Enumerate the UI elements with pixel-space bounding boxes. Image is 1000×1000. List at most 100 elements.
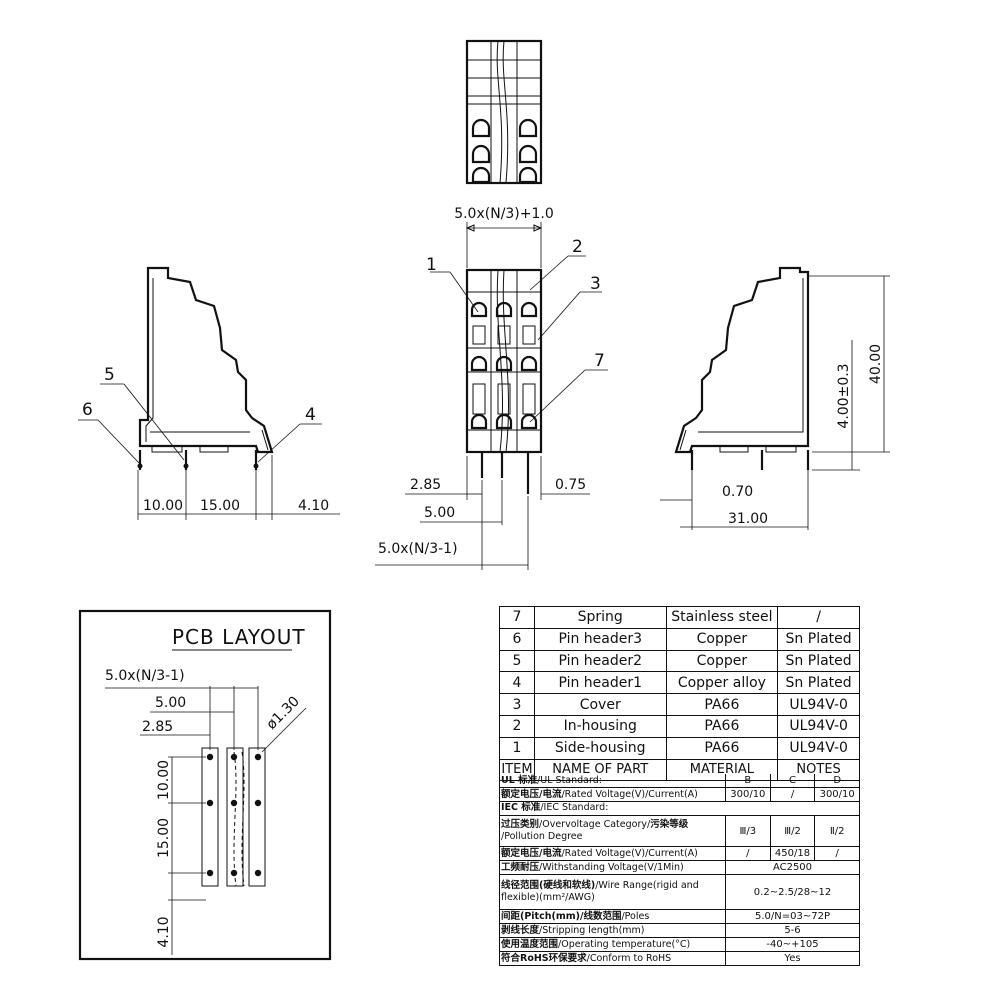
front-pitch-dim: 5.00	[424, 505, 455, 521]
front-total-dim: 5.0x(N/3-1)	[378, 541, 458, 557]
bom-material: Copper	[667, 650, 779, 672]
bom-name: Cover	[535, 694, 667, 715]
spec-label-en: /Rated Voltage(V)/Current(A)	[561, 847, 698, 859]
bom-name: Pin header1	[535, 672, 667, 694]
spec-label-cn: 过压类别	[501, 819, 540, 830]
spec-label-en: /UL Standard:	[537, 774, 602, 786]
bom-name: In-housing	[535, 715, 667, 737]
spec-withstand: 工频耐压/Withstanding Voltage(V/1Min) AC2500	[500, 861, 859, 875]
spec-value: 450/18	[771, 847, 816, 860]
bom-material: PA66	[667, 715, 779, 737]
balloon-2: 2	[572, 237, 583, 257]
bom-item: 7	[500, 607, 535, 628]
spec-label-en: /Withstanding Voltage(V/1Min)	[539, 861, 684, 873]
pcb-offset-dim: 2.85	[142, 719, 173, 735]
bom-item: 6	[500, 628, 535, 650]
spec-rohs: 符合RoHS环保要求/Conform to RoHS Yes	[500, 952, 859, 965]
spec-iec-rated: 额定电压/电流/Rated Voltage(V)/Current(A) / 45…	[500, 847, 859, 861]
bom-header-name: NAME OF PART	[535, 759, 667, 781]
spec-value: Ⅲ/3	[726, 816, 771, 846]
spec-value: Yes	[784, 953, 801, 964]
spec-label-cn: 额定电压/电流	[501, 788, 562, 800]
spec-label-cn: 污染等级	[650, 819, 689, 830]
bom-header-item: ITEM	[500, 759, 535, 781]
pcb-pitch-dim: 5.00	[155, 695, 186, 711]
bom-material: PA66	[667, 737, 779, 759]
spec-label-cn: IEC 标准	[501, 802, 541, 813]
spec-col-d: D	[833, 775, 842, 786]
bom-material: Copper	[667, 628, 779, 650]
spec-label-cn: UL 标准	[501, 774, 538, 786]
right-height-dim: 40.00	[868, 344, 884, 384]
left-side-view: 10.00 15.00 4.10 5 6 4	[78, 266, 340, 520]
bom-name: Pin header2	[535, 650, 667, 672]
bom-row: 6 Pin header3 Copper Sn Plated	[500, 628, 859, 651]
top-view	[465, 39, 543, 185]
spec-value: 300/10	[819, 789, 855, 800]
spec-label-cn: 使用温度范围	[501, 938, 559, 950]
bom-material: PA66	[667, 694, 779, 715]
bom-item: 4	[500, 672, 535, 694]
spec-iec-standard: IEC 标准/IEC Standard:	[500, 802, 859, 816]
spec-value: 0.2~2.5/28~12	[753, 886, 832, 898]
bom-item: 5	[500, 650, 535, 672]
spec-col-b: B	[726, 774, 771, 787]
spec-value: /	[835, 848, 839, 859]
pcb-title: PCB LAYOUT	[172, 625, 306, 649]
spec-label-cn: 间距(Pitch(mm)/线数范围	[501, 910, 622, 922]
spec-value: /	[726, 847, 771, 860]
spec-overvoltage: 过压类别/Overvoltage Category/污染等级/Pollution…	[500, 816, 859, 847]
spec-value: AC2500	[772, 862, 813, 873]
spec-table: UL 标准/UL Standard: B C D 额定电压/电流/Rated V…	[499, 774, 860, 966]
left-dim-c: 4.10	[298, 498, 329, 514]
spec-label-en: /Pollution Degree	[501, 831, 583, 842]
spec-ul-rated: 额定电压/电流/Rated Voltage(V)/Current(A) 300/…	[500, 788, 859, 802]
balloon-4: 4	[305, 405, 316, 425]
spec-temperature: 使用温度范围/Operating temperature(°C) -40~+10…	[500, 938, 859, 952]
pcb-hole-dim: ø1.30	[264, 693, 303, 732]
bom-header-row: ITEM NAME OF PART MATERIAL NOTES	[500, 759, 859, 781]
bom-item: 2	[500, 715, 535, 737]
spec-value: 5.0/N=03~72P	[755, 911, 830, 922]
bom-table: 7 Spring Stainless steel / 6 Pin header3…	[499, 606, 860, 782]
spec-value: 300/10	[726, 788, 771, 801]
bom-notes: Sn Plated	[785, 674, 852, 691]
bom-row: 2 In-housing PA66 UL94V-0	[500, 715, 859, 738]
right-side-view: 40.00 4.00±0.3 0.70 31.00	[660, 266, 890, 530]
right-pin-dim: 4.00±0.3	[836, 363, 852, 428]
spec-value: -40~+105	[766, 939, 819, 950]
spec-label-cn: 符合RoHS环保要求	[501, 952, 587, 964]
spec-pitch: 间距(Pitch(mm)/线数范围/Poles 5.0/N=03~72P	[500, 910, 859, 924]
bom-material: Copper alloy	[667, 672, 779, 694]
bom-material: Stainless steel	[667, 607, 779, 628]
pcb-edge-dim: 4.10	[156, 916, 172, 947]
pcb-row2-dim: 15.00	[156, 818, 172, 858]
bom-item: 3	[500, 694, 535, 715]
bom-notes: UL94V-0	[789, 718, 848, 735]
pcb-pitch-formula-dim: 5.0x(N/3-1)	[105, 668, 185, 684]
spec-label-en: /Poles	[621, 910, 650, 922]
balloon-5: 5	[104, 365, 115, 385]
bom-header-notes: NOTES	[796, 762, 841, 778]
bom-name: Side-housing	[535, 737, 667, 759]
balloon-3: 3	[590, 274, 601, 294]
spec-col-c: C	[771, 774, 816, 787]
spec-label-en: /IEC Standard:	[540, 802, 609, 813]
bom-name: Spring	[535, 607, 667, 628]
spec-label-en: /Overvoltage Category/	[539, 819, 651, 830]
pcb-row1-dim: 10.00	[156, 760, 172, 800]
spec-label-en: /Conform to RoHS	[586, 952, 672, 964]
balloon-6: 6	[82, 400, 93, 420]
spec-label-cn: 线径范围(硬线和软线)	[501, 880, 596, 891]
left-dim-a: 10.00	[143, 498, 183, 514]
spec-wire-range: 线径范围(硬线和软线)/Wire Range(rigid and flexibl…	[500, 875, 859, 910]
spec-label-en: /Operating temperature(°C)	[558, 938, 691, 950]
front-right-dim: 0.75	[555, 477, 586, 493]
right-pin-width-dim: 0.70	[722, 484, 753, 500]
balloon-1: 1	[426, 255, 437, 275]
spec-stripping: 剥线长度/Stripping length(mm) 5-6	[500, 924, 859, 938]
front-width-dim: 5.0x(N/3)+1.0	[454, 206, 554, 222]
spec-label-cn: 剥线长度	[501, 924, 540, 936]
bom-item: 1	[500, 737, 535, 759]
